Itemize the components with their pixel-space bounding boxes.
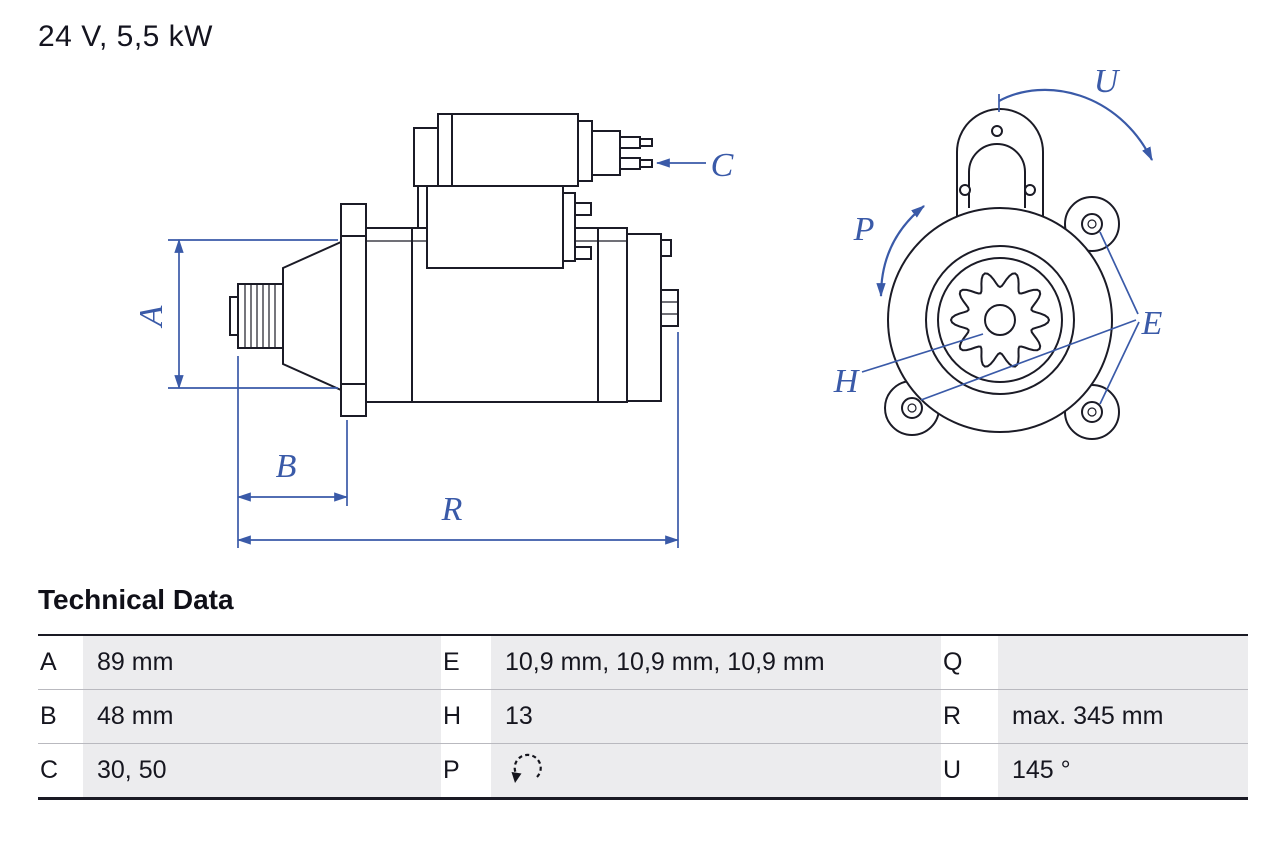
rotation-ccw-icon [511,753,542,783]
param-key-q: Q [941,636,998,689]
terminal-stud-1 [619,136,641,149]
dimension-c: C [655,147,734,184]
mounting-flange [340,203,367,417]
dimension-b: B [236,356,349,548]
param-value-q [998,636,1248,689]
pinion-spline-hatching [244,284,276,348]
dim-label-b: B [276,448,297,485]
table-row: A 89 mm E 10,9 mm, 10,9 mm, 10,9 mm Q [38,634,1248,689]
param-key-h: H [441,690,491,743]
terminal-stud-tip-1 [639,138,653,147]
lower-stud-2 [574,246,592,260]
side-view-drawing [229,113,679,417]
shaft-end [229,296,239,336]
page-title: 24 V, 5,5 kW [38,20,213,53]
mounting-hole-top-right [1081,213,1103,235]
dim-label-e: E [1141,305,1163,342]
lower-solenoid-cap [562,192,576,262]
upper-solenoid-cap [577,120,593,182]
drive-end-housing [282,240,342,392]
lower-solenoid [426,185,564,269]
dimension-a: A [133,238,338,390]
ear-top-hole [991,125,1003,137]
table-row: C 30, 50 P U 145 ° [38,743,1248,797]
rear-top-stud [660,239,672,257]
terminal-block [591,130,621,176]
rear-terminal [660,289,679,327]
param-key-a: A [38,636,83,689]
dim-label-r: R [441,491,463,528]
param-key-u: U [941,744,998,797]
param-value-e: 10,9 mm, 10,9 mm, 10,9 mm [491,636,941,689]
dimension-r: R [236,332,680,548]
dim-label-c: C [711,147,734,184]
ear-window [968,143,1026,208]
technical-data-table: A 89 mm E 10,9 mm, 10,9 mm, 10,9 mm Q B … [38,634,1248,800]
dim-label-u: U [1094,63,1121,100]
top-mounting-ear [956,108,1044,223]
annotation-e: E [920,231,1163,405]
front-view-drawing [884,108,1120,440]
annotation-u: U [998,63,1153,162]
annotation-p: P [853,205,925,298]
param-key-r: R [941,690,998,743]
lower-stud-1 [574,202,592,216]
rear-end-cap [626,233,662,402]
terminal-stud-2 [619,157,641,170]
starter-motor-diagram: A B R C U [133,63,1163,548]
dim-label-p: P [853,211,875,248]
param-value-a: 89 mm [83,636,441,689]
param-value-c: 30, 50 [83,744,441,797]
terminal-stud-tip-2 [639,159,653,168]
upper-solenoid [437,113,579,187]
ear-hole-left [959,184,971,196]
param-value-b: 48 mm [83,690,441,743]
technical-data-heading: Technical Data [38,584,234,615]
solenoid-bracket [413,127,439,187]
param-value-p [491,744,941,797]
shaft-bore [984,304,1016,336]
param-value-r: max. 345 mm [998,690,1248,743]
param-value-u: 145 ° [998,744,1248,797]
param-key-b: B [38,690,83,743]
dim-label-h: H [833,363,861,400]
dim-label-a: A [133,305,170,328]
param-key-e: E [441,636,491,689]
param-key-c: C [38,744,83,797]
mounting-hole-bottom-left [901,397,923,419]
ear-hole-right [1024,184,1036,196]
annotation-h: H [833,333,984,400]
param-key-p: P [441,744,491,797]
param-value-h: 13 [491,690,941,743]
table-row: B 48 mm H 13 R max. 345 mm [38,689,1248,743]
mounting-hole-bottom-right [1081,401,1103,423]
